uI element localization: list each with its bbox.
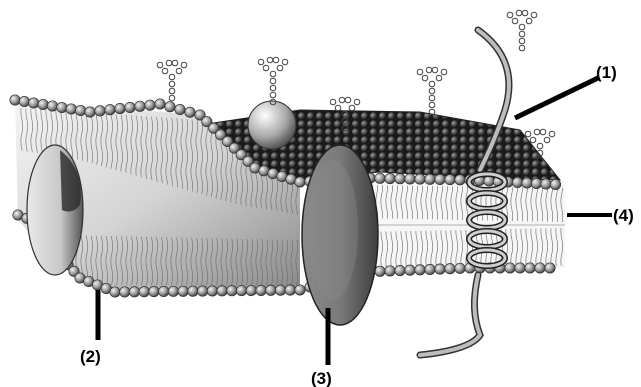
- phospholipid-head: [207, 286, 217, 296]
- phospholipid-head: [512, 177, 522, 187]
- phospholipid-head: [375, 173, 385, 183]
- label-4: (4): [613, 206, 634, 225]
- phospholipid-head: [145, 100, 155, 110]
- phospholipid-head: [197, 286, 207, 296]
- phospholipid-head: [19, 96, 29, 106]
- phospholipid-head: [227, 286, 237, 296]
- phospholipid-head: [415, 174, 425, 184]
- phospholipid-head: [295, 177, 305, 187]
- transmembrane-protein: [302, 145, 378, 325]
- phospholipid-head: [115, 103, 125, 113]
- phospholipid-head: [236, 285, 246, 295]
- phospholipid-head: [29, 98, 39, 108]
- phospholipid-head: [135, 101, 145, 111]
- phospholipid-head: [445, 174, 455, 184]
- phospholipid-head: [455, 175, 465, 185]
- phospholipid-head: [505, 263, 515, 273]
- phospholipid-head: [10, 95, 20, 105]
- phospholipid-head: [435, 174, 445, 184]
- carbohydrate-chain: [507, 10, 537, 51]
- phospholipid-head: [385, 173, 395, 183]
- phospholipid-head: [375, 266, 385, 276]
- phospholipid-head: [185, 107, 195, 117]
- phospholipid-head: [535, 263, 545, 273]
- phospholipid-head: [175, 104, 185, 114]
- phospholipid-head: [139, 286, 149, 296]
- phospholipid-head: [168, 286, 178, 296]
- phospholipid-head: [246, 285, 256, 295]
- phospholipid-head: [395, 265, 405, 275]
- phospholipid-head: [120, 287, 130, 297]
- phospholipid-head: [217, 286, 227, 296]
- phospholipid-head: [531, 178, 541, 188]
- phospholipid-head: [550, 179, 560, 189]
- phospholipid-head: [545, 263, 555, 273]
- phospholipid-head: [385, 266, 395, 276]
- carbohydrate-chain: [417, 67, 447, 115]
- label-1: (1): [596, 63, 617, 82]
- label-2: (2): [80, 347, 101, 366]
- phospholipid-head: [285, 285, 295, 295]
- phospholipid-head: [188, 286, 198, 296]
- phospholipid-head: [445, 264, 455, 274]
- phospholipid-head: [455, 263, 465, 273]
- phospholipid-head: [522, 178, 532, 188]
- phospholipid-head: [85, 107, 95, 117]
- phospholipid-head: [435, 264, 445, 274]
- phospholipid-head: [405, 174, 415, 184]
- phospholipid-head: [105, 105, 115, 115]
- phospholipid-head: [155, 99, 165, 109]
- phospholipid-head: [57, 102, 67, 112]
- label-3: (3): [311, 369, 332, 387]
- phospholipid-head: [425, 174, 435, 184]
- peripheral-protein-left: [27, 145, 83, 275]
- phospholipid-head: [415, 265, 425, 275]
- phospholipid-head: [425, 264, 435, 274]
- phospholipid-head: [47, 101, 57, 111]
- phospholipid-head: [405, 265, 415, 275]
- phospholipid-head: [395, 174, 405, 184]
- phospholipid-head: [178, 286, 188, 296]
- phospholipid-head: [66, 104, 76, 114]
- phospholipid-head: [515, 263, 525, 273]
- phospholipid-head: [256, 285, 266, 295]
- phospholipid-head: [275, 285, 285, 295]
- carbohydrate-chain: [258, 57, 288, 105]
- phospholipid-head: [125, 102, 135, 112]
- phospholipid-head: [38, 99, 48, 109]
- phospholipid-head: [266, 285, 276, 295]
- phospholipid-head: [295, 285, 305, 295]
- carbohydrate-chain: [157, 60, 187, 101]
- membrane-right-face: [360, 178, 565, 272]
- phospholipid-head: [110, 287, 120, 297]
- phospholipid-head: [129, 287, 139, 297]
- phospholipid-head: [165, 102, 175, 112]
- phospholipid-head: [525, 263, 535, 273]
- phospholipid-head: [149, 286, 159, 296]
- phospholipid-head: [158, 286, 168, 296]
- phospholipid-head: [95, 106, 105, 116]
- phospholipid-head: [75, 105, 85, 115]
- phospholipid-head: [541, 179, 551, 189]
- surface-protein-sphere: [248, 101, 296, 149]
